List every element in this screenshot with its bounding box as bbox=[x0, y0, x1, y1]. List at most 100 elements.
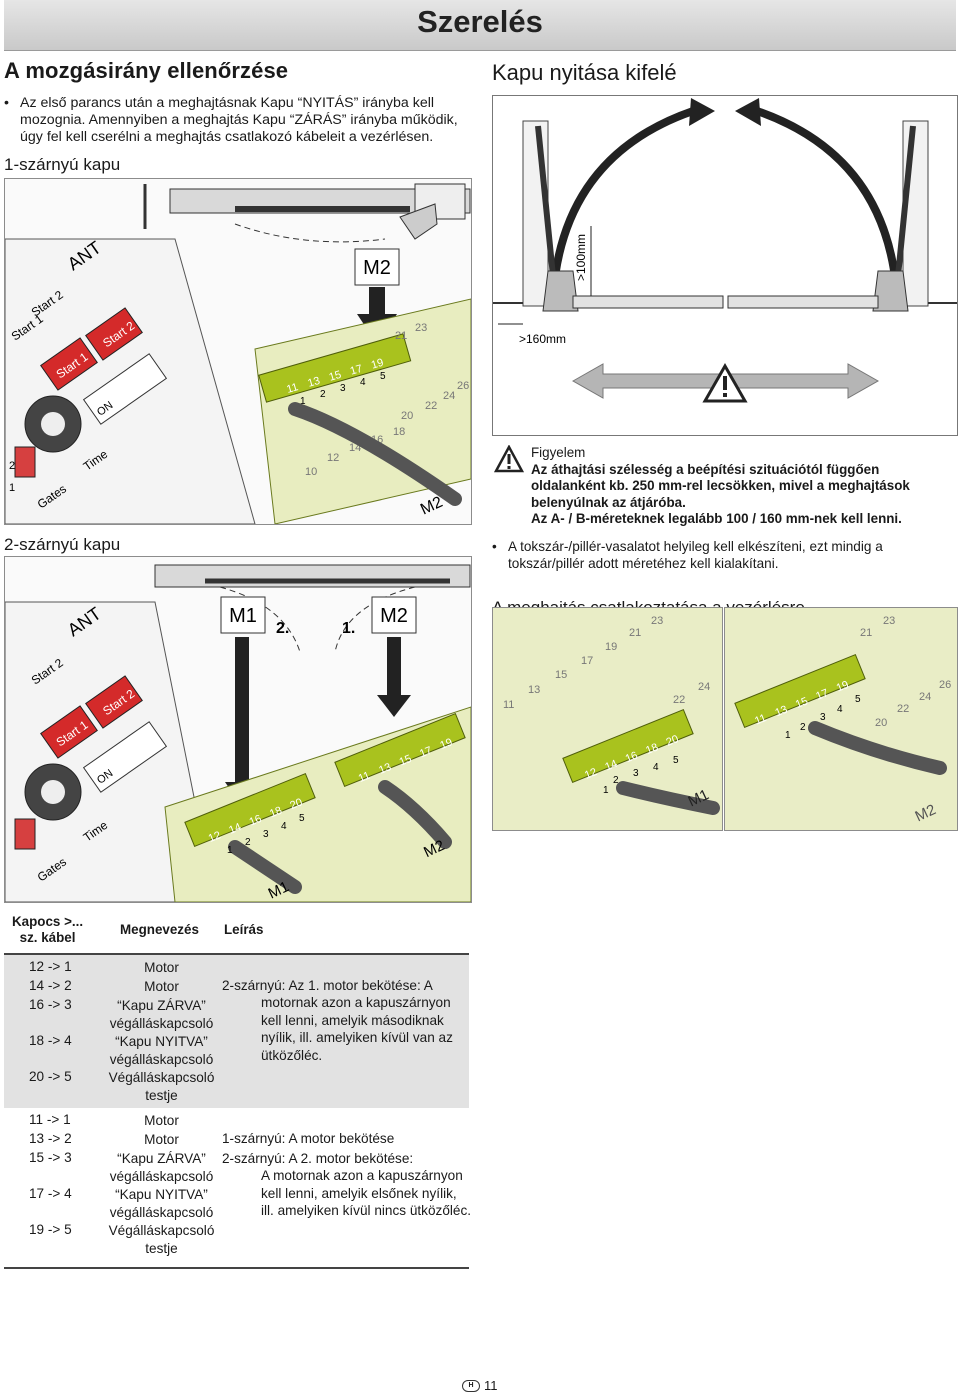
wire-4: 4 bbox=[837, 704, 843, 715]
terminal-21: 21 bbox=[395, 330, 407, 342]
arrow-shaft bbox=[369, 287, 385, 317]
row-terminal: 16 -> 3 bbox=[29, 997, 72, 1012]
table-block-m1: 12 -> 1 Motor 14 -> 2 Motor 16 -> 3 “Kap… bbox=[4, 955, 469, 1108]
right-gate-leaf bbox=[727, 295, 879, 309]
terminal-bottom-row: 12 14 16 18 20 22 24 bbox=[583, 681, 710, 782]
row-name: Motor bbox=[144, 1113, 179, 1128]
row-name: “Kapu ZÁRVA” végálláskapcsoló bbox=[109, 998, 214, 1031]
terminal-strip-m2-bar bbox=[334, 712, 466, 788]
m1-label-box bbox=[220, 596, 266, 634]
terminal-20: 20 bbox=[665, 733, 681, 749]
left-motor bbox=[542, 270, 579, 312]
terminal-20: 20 bbox=[875, 717, 887, 729]
order-1-label: 1. bbox=[342, 620, 355, 637]
terminal-12: 12 bbox=[207, 829, 223, 845]
dim-160-label: >160mm bbox=[519, 332, 566, 346]
single-leaf-gate-figure: M2 ANT Start 2 Start 1 Start 2 Start 1 O… bbox=[4, 178, 472, 525]
gates-jumper[interactable] bbox=[14, 446, 36, 478]
terminal-26: 26 bbox=[457, 380, 469, 392]
row-name: Végálláskapcsoló testje bbox=[108, 1070, 215, 1103]
terminal-15: 15 bbox=[555, 669, 567, 681]
warning-box: Figyelem Az áthajtási szélesség a beépít… bbox=[531, 445, 956, 528]
dim-100-label: >100mm bbox=[574, 234, 588, 281]
terminal-15: 15 bbox=[794, 695, 810, 711]
row-terminal: 14 -> 2 bbox=[29, 978, 72, 993]
terminal-11: 11 bbox=[285, 381, 299, 396]
warning-title: Figyelem bbox=[531, 445, 586, 460]
terminal-22: 22 bbox=[897, 703, 909, 715]
warning-icon-dot bbox=[507, 466, 511, 469]
terminal-16: 16 bbox=[248, 813, 264, 829]
wire-5: 5 bbox=[380, 371, 386, 382]
block1-description: 2-szárnyú: Az 1. motor bekötése: A motor… bbox=[222, 959, 472, 1082]
connection-figure-m1: 11 13 15 17 19 21 23 12 14 16 18 20 22 2… bbox=[492, 607, 723, 831]
row-terminal: 11 -> 1 bbox=[29, 1112, 71, 1127]
wire-3: 3 bbox=[820, 712, 826, 723]
single-leaf-wiring-illustration: M2 ANT Start 2 Start 1 Start 2 Start 1 O… bbox=[5, 183, 471, 524]
wire-4: 4 bbox=[653, 762, 659, 773]
wire-number-labels: 1 2 3 4 5 bbox=[227, 813, 305, 856]
row-terminal: 19 -> 5 bbox=[29, 1222, 72, 1237]
row-name: “Kapu NYITVA” végálláskapcsoló bbox=[109, 1034, 214, 1067]
left-swing-arc bbox=[549, 107, 695, 297]
start2-button[interactable] bbox=[85, 307, 143, 361]
cable-m2 bbox=[378, 780, 452, 849]
right-arc-arrow bbox=[735, 98, 761, 126]
wire-4: 4 bbox=[281, 821, 287, 832]
terminal-19: 19 bbox=[370, 357, 385, 372]
terminal-23: 23 bbox=[651, 615, 663, 627]
warning-exclaim-bar bbox=[723, 376, 727, 390]
wire-3: 3 bbox=[633, 768, 639, 779]
table-bottom-rule bbox=[4, 1267, 469, 1269]
left-gate-leaf bbox=[572, 295, 724, 309]
terminal-18: 18 bbox=[268, 805, 284, 821]
dip-switch-block[interactable] bbox=[82, 721, 168, 793]
wire-5: 5 bbox=[673, 755, 679, 766]
terminal-21: 21 bbox=[860, 627, 872, 639]
wire-5: 5 bbox=[299, 813, 305, 824]
terminal-strip bbox=[734, 653, 866, 729]
gates-jumper[interactable] bbox=[14, 818, 36, 850]
terminal-12: 12 bbox=[583, 766, 599, 782]
block2-desc-single: 1-szárnyú: A motor bekötése bbox=[222, 1130, 395, 1146]
start1-button[interactable] bbox=[40, 337, 98, 391]
arrow-m1-shaft bbox=[235, 637, 249, 787]
table-header-rule bbox=[4, 953, 469, 955]
wire-3: 3 bbox=[263, 829, 269, 840]
terminal-17: 17 bbox=[814, 687, 830, 703]
warning-icon bbox=[494, 445, 524, 473]
connection-figure-m2: 11 13 15 17 19 21 23 20 22 24 26 M2 1 2 … bbox=[724, 607, 958, 831]
arrow-m2-head bbox=[377, 695, 411, 717]
header-bar: Szerelés bbox=[4, 0, 956, 51]
start1-button[interactable] bbox=[40, 705, 98, 759]
terminal-24: 24 bbox=[698, 681, 710, 693]
wire-2: 2 bbox=[245, 837, 251, 848]
terminal-26: 26 bbox=[939, 679, 951, 691]
terminal-strip-m1-bar bbox=[184, 772, 316, 848]
outward-opening-illustration: >100mm >160mm bbox=[493, 96, 957, 435]
swing-arc-right bbox=[334, 586, 416, 653]
block1-desc-title: 2-szárnyú: Az 1. motor bekötése: A bbox=[222, 977, 433, 993]
terminal-17: 17 bbox=[418, 745, 434, 761]
block2-desc-body: A motornak azon a kapuszárnyon kell lenn… bbox=[261, 1168, 472, 1218]
right-swing-arc bbox=[755, 107, 901, 297]
terminal-19: 19 bbox=[438, 736, 454, 752]
motor-label: M2 bbox=[363, 257, 391, 279]
terminal-11: 11 bbox=[503, 699, 514, 711]
warning-body: Az áthajtási szélesség a beépítési szitu… bbox=[531, 461, 910, 527]
dip-switch-block[interactable] bbox=[82, 353, 168, 425]
header-description: Leírás bbox=[224, 922, 264, 937]
wire-1: 1 bbox=[603, 785, 609, 796]
terminal-22: 22 bbox=[673, 694, 685, 706]
terminal-13: 13 bbox=[306, 375, 321, 390]
row-terminal: 17 -> 4 bbox=[29, 1186, 72, 1201]
gates-label-2: 2 bbox=[9, 460, 15, 472]
wire-2: 2 bbox=[320, 389, 326, 400]
wire-1: 1 bbox=[227, 845, 233, 856]
table-block-m2: 11 -> 1 Motor 13 -> 2 Motor 15 -> 3 “Kap… bbox=[4, 1110, 472, 1268]
terminal-16: 16 bbox=[624, 750, 640, 766]
section-heading-direction-check: A mozgásirány ellenőrzése bbox=[4, 58, 289, 83]
start2-button[interactable] bbox=[85, 675, 143, 729]
wire-1: 1 bbox=[785, 730, 791, 741]
order-2-label: 2. bbox=[276, 620, 289, 637]
